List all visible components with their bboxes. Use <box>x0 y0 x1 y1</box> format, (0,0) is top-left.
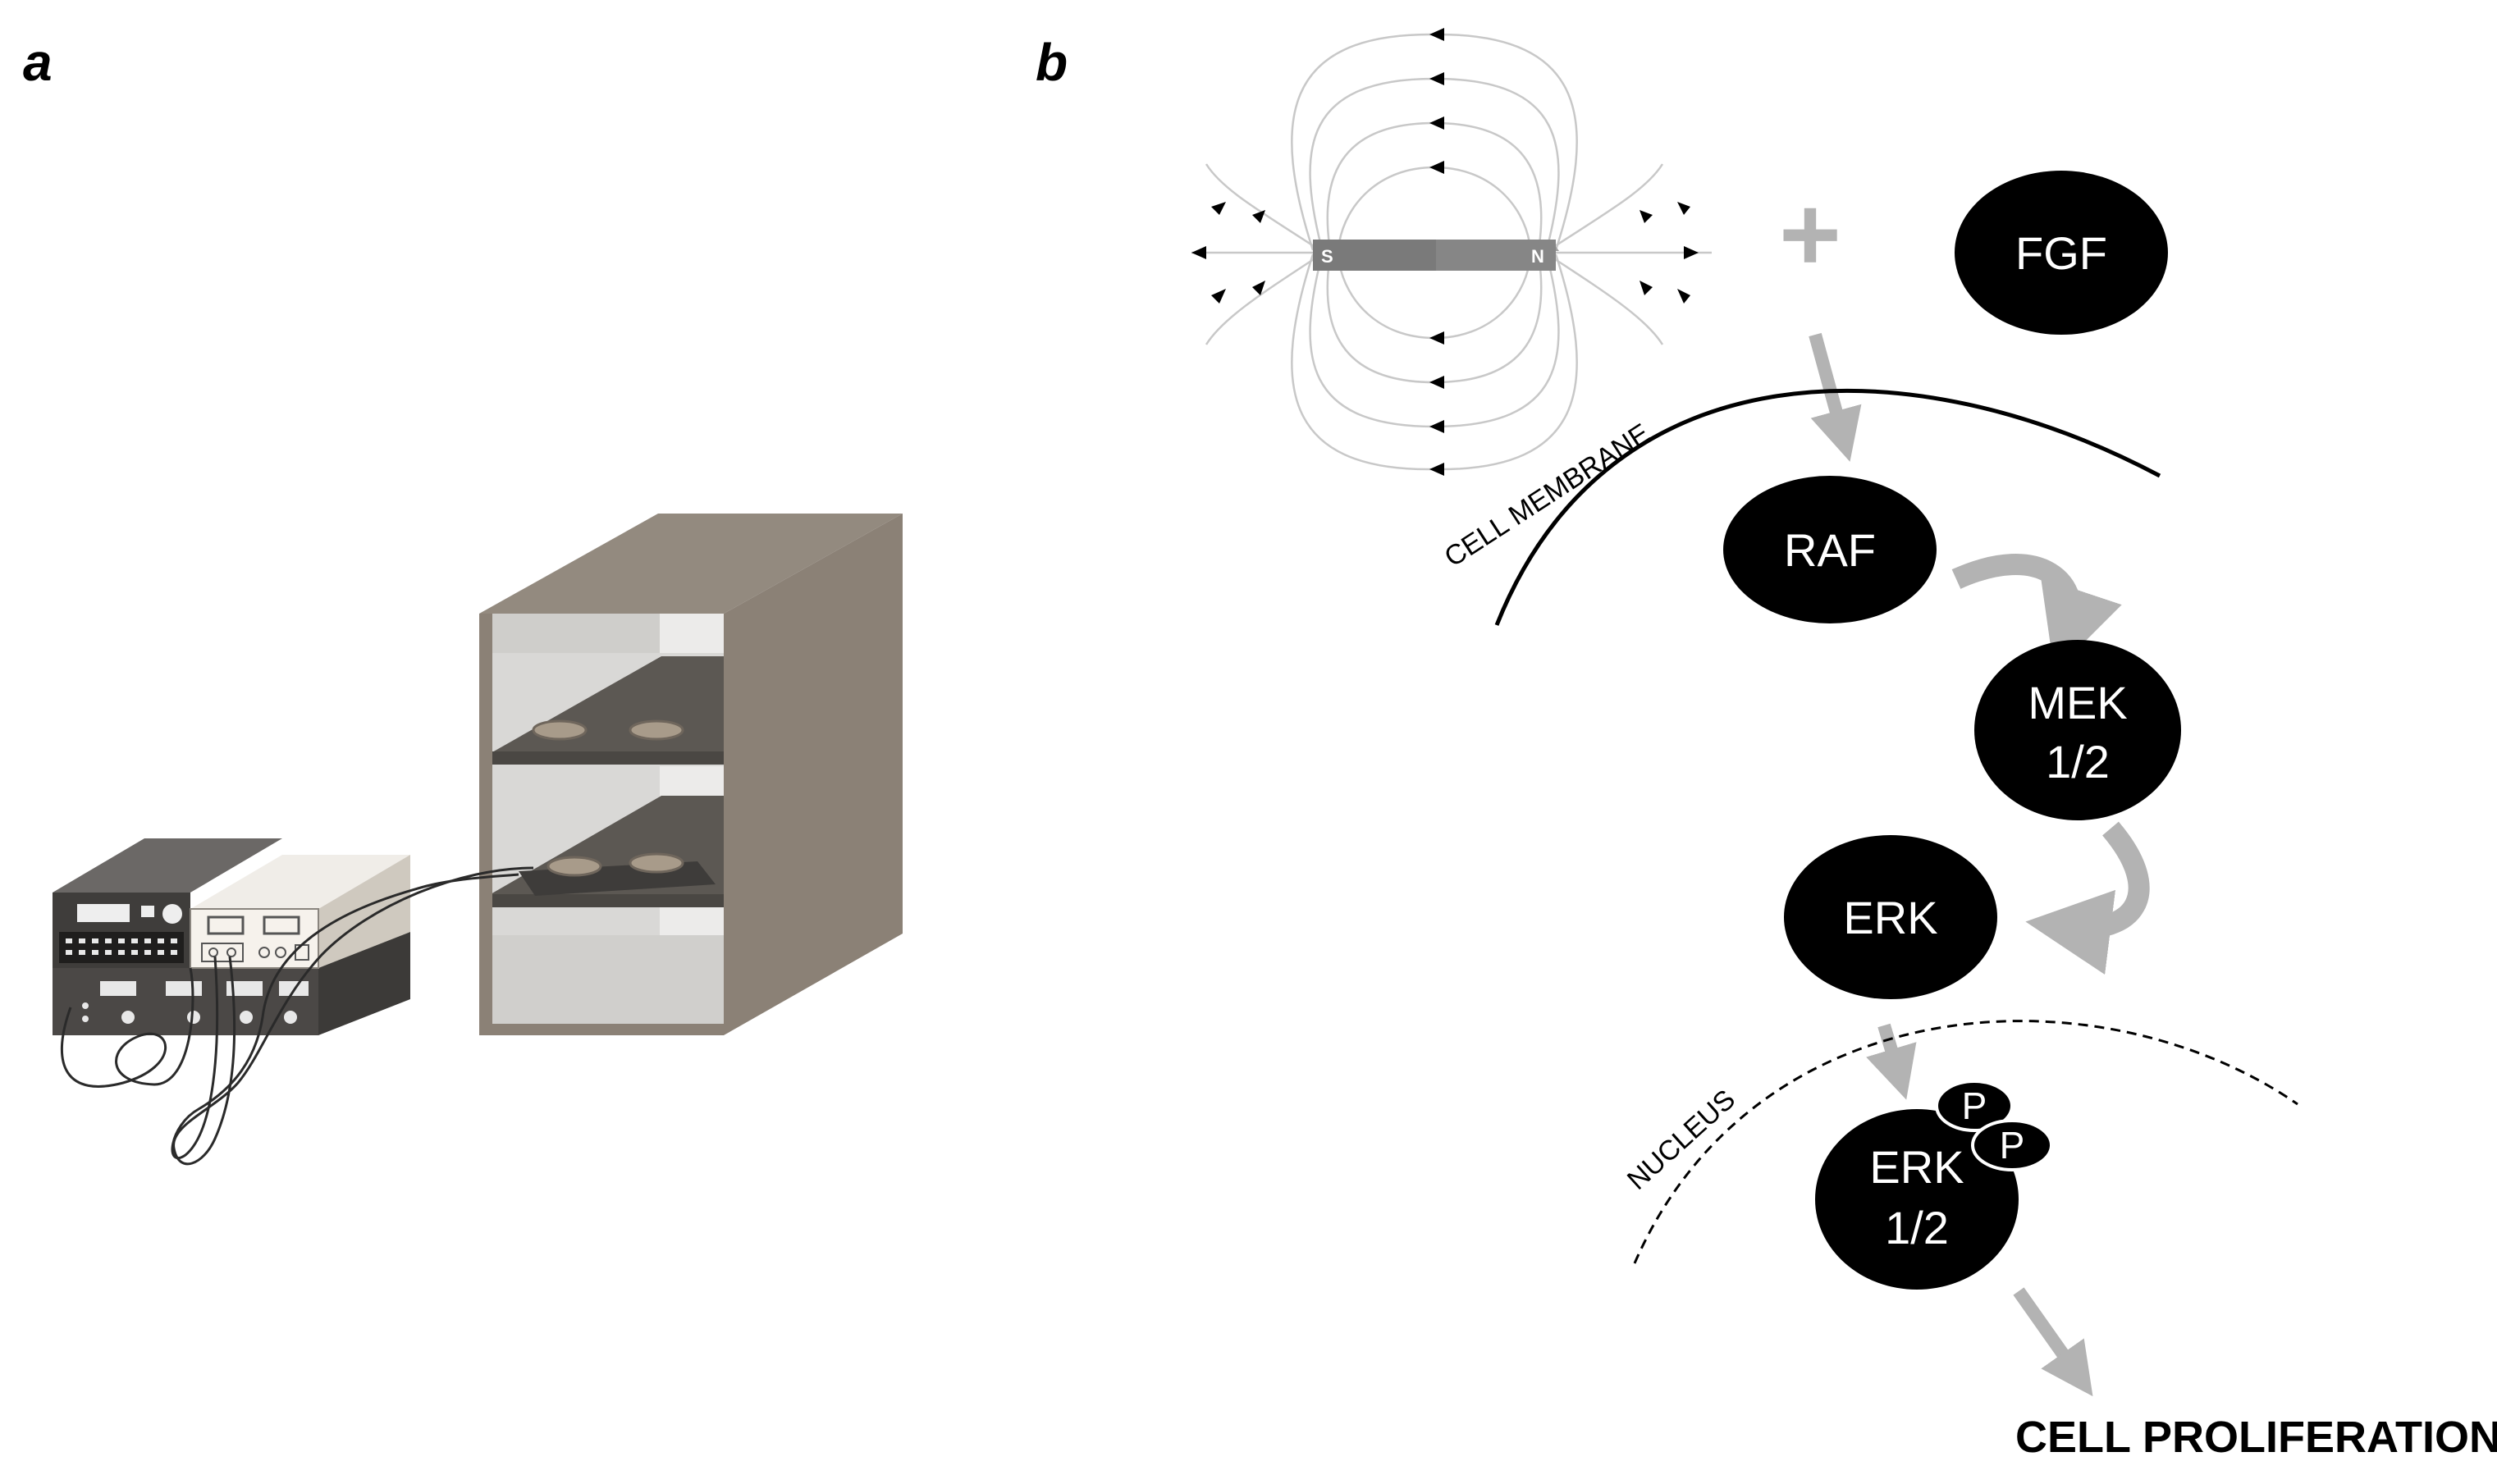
node-mek12-label-line2: 1/2 <box>2046 736 2110 788</box>
field-arrowheads <box>1191 28 1699 476</box>
signal-instruments <box>53 838 410 1035</box>
node-raf-label: RAF <box>1784 524 1876 576</box>
arrow-stimulus-to-raf <box>1809 332 1862 462</box>
phosphate-1-label: P <box>1962 1084 1987 1127</box>
arrow-raf-to-mek <box>1951 554 2122 673</box>
cell-membrane <box>1494 389 2161 626</box>
node-erk-label: ERK <box>1843 892 1937 943</box>
arrow-erk-to-nucleus <box>1866 1023 1917 1100</box>
node-fgf-label: FGF <box>2015 227 2107 279</box>
outcome-label: CELL PROLIFERATION <box>2015 1413 2497 1462</box>
nucleus-label: NUCLEUS <box>1621 1084 1741 1196</box>
panel-a-letter: a <box>23 33 53 92</box>
node-erk12: ERK 1/2 <box>1815 1109 2019 1290</box>
magnet-south-label: S <box>1321 246 1333 267</box>
lab-setup-illustration <box>53 514 903 1166</box>
node-raf: RAF <box>1723 476 1937 623</box>
node-erk12-label-line2: 1/2 <box>1885 1202 1949 1253</box>
node-fgf: FGF <box>1955 171 2168 335</box>
phosphate-2-label: P <box>2000 1124 2025 1167</box>
cables <box>60 866 534 1166</box>
incubator <box>479 514 903 1035</box>
bar-magnet: S N <box>1313 240 1559 271</box>
node-mek12: MEK 1/2 <box>1974 640 2181 820</box>
plus-sign: + <box>1779 174 1841 294</box>
node-erk: ERK <box>1784 835 1997 999</box>
panel-b-letter: b <box>1036 33 1068 92</box>
phosphate-1: P <box>1935 1080 2014 1132</box>
nucleus-boundary <box>1633 1020 2298 1264</box>
magnet-north-label: N <box>1531 246 1544 267</box>
node-mek12-label-line1: MEK <box>2028 677 2127 728</box>
node-erk12-label-line1: ERK <box>1869 1141 1964 1193</box>
phosphate-2: P <box>1971 1119 2053 1171</box>
arrow-to-proliferation <box>2013 1287 2093 1397</box>
arrow-mek-to-erk <box>2025 821 2150 975</box>
